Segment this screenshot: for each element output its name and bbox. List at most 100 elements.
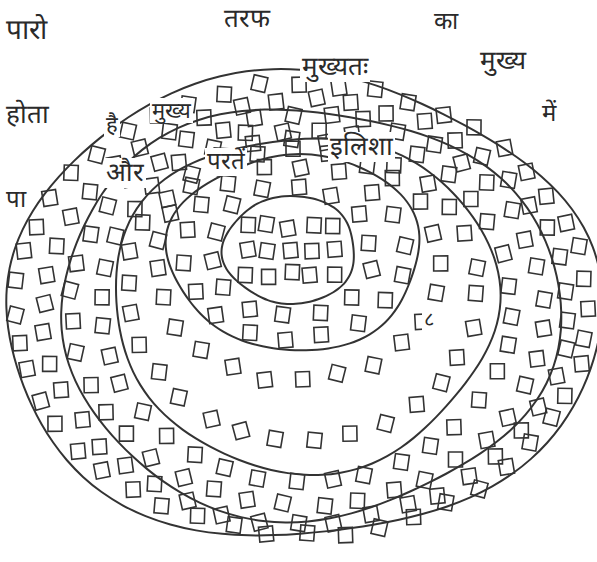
square-particle bbox=[350, 493, 365, 509]
square-particle bbox=[530, 398, 547, 416]
square-particle bbox=[268, 93, 284, 110]
square-particle bbox=[197, 110, 212, 125]
handwritten-label: मुख्यतः bbox=[300, 52, 370, 82]
square-particle bbox=[575, 330, 592, 347]
square-particle bbox=[167, 319, 183, 336]
square-particle bbox=[467, 120, 481, 135]
square-particle bbox=[83, 226, 99, 243]
square-particle bbox=[471, 392, 486, 408]
square-particle bbox=[63, 208, 79, 225]
square-particle bbox=[8, 272, 24, 289]
square-particle bbox=[496, 139, 513, 156]
square-particle bbox=[378, 292, 392, 307]
square-particle bbox=[190, 508, 204, 523]
square-particle bbox=[88, 146, 105, 164]
square-particle bbox=[428, 284, 444, 301]
square-particle bbox=[363, 261, 380, 279]
square-particle bbox=[175, 469, 192, 487]
square-particle bbox=[107, 227, 124, 245]
square-particle bbox=[162, 123, 178, 140]
square-particle bbox=[75, 412, 90, 428]
square-particle bbox=[377, 414, 394, 432]
square-particle bbox=[66, 313, 81, 329]
square-particle bbox=[122, 275, 137, 291]
square-particle bbox=[522, 434, 538, 451]
square-particle bbox=[328, 267, 342, 282]
square-particle bbox=[503, 308, 520, 325]
square-particle bbox=[356, 111, 371, 126]
square-particle bbox=[179, 492, 196, 510]
square-particle bbox=[99, 405, 113, 420]
square-particle bbox=[135, 403, 152, 421]
square-particle bbox=[154, 498, 169, 514]
square-particle bbox=[257, 160, 271, 175]
square-particle bbox=[495, 245, 512, 263]
square-particle bbox=[111, 374, 128, 392]
square-particle bbox=[292, 159, 309, 177]
square-particle bbox=[251, 75, 268, 93]
square-particle bbox=[409, 146, 425, 163]
square-particle bbox=[131, 139, 148, 157]
square-particle bbox=[267, 430, 283, 447]
handwritten-label: में bbox=[540, 100, 558, 128]
square-particle bbox=[474, 147, 491, 165]
square-particle bbox=[385, 170, 399, 185]
handwritten-label: पा bbox=[4, 186, 28, 214]
ring-outline bbox=[6, 69, 597, 535]
square-particle bbox=[426, 136, 442, 153]
square-particle bbox=[323, 187, 339, 204]
square-particle bbox=[308, 89, 325, 107]
handwritten-label: है bbox=[104, 112, 120, 137]
square-particle bbox=[126, 482, 141, 498]
square-particle bbox=[258, 216, 274, 233]
square-particle bbox=[501, 278, 517, 295]
square-particle bbox=[329, 364, 346, 382]
handwritten-label: और bbox=[104, 158, 146, 188]
square-particle bbox=[238, 267, 253, 282]
square-particle bbox=[278, 332, 293, 348]
square-particle bbox=[327, 241, 342, 257]
square-particle bbox=[32, 392, 49, 410]
square-particle bbox=[499, 409, 516, 427]
square-particle bbox=[49, 238, 64, 254]
square-particle bbox=[144, 177, 160, 194]
square-particle bbox=[160, 428, 174, 443]
square-particle bbox=[19, 360, 35, 377]
square-particle bbox=[448, 133, 462, 148]
square-particle bbox=[292, 179, 307, 195]
square-particle bbox=[147, 476, 162, 492]
square-particle bbox=[61, 281, 78, 299]
square-particle bbox=[307, 432, 322, 448]
handwritten-label: का bbox=[432, 8, 460, 36]
square-particle bbox=[188, 284, 203, 300]
square-particle bbox=[188, 447, 203, 463]
square-particle bbox=[84, 378, 98, 393]
square-particle bbox=[529, 351, 545, 368]
square-particle bbox=[500, 336, 516, 353]
square-particle bbox=[150, 260, 166, 277]
square-particle bbox=[245, 135, 260, 151]
square-particle bbox=[241, 217, 256, 233]
square-particle bbox=[447, 419, 461, 434]
square-particle bbox=[387, 482, 402, 498]
square-particle bbox=[517, 231, 534, 248]
square-particle bbox=[442, 199, 456, 214]
square-particle bbox=[119, 426, 133, 441]
square-particle bbox=[560, 312, 576, 329]
square-particle bbox=[183, 177, 200, 194]
square-particle bbox=[13, 335, 28, 351]
square-particle bbox=[226, 517, 242, 534]
handwritten-label: होता bbox=[4, 100, 51, 130]
square-particle bbox=[365, 185, 380, 201]
square-particle bbox=[194, 196, 209, 212]
square-particle bbox=[500, 171, 516, 188]
square-particle bbox=[517, 376, 534, 394]
square-particle bbox=[461, 468, 477, 485]
square-particle bbox=[558, 214, 575, 231]
square-particle bbox=[118, 457, 134, 474]
square-particle bbox=[291, 515, 307, 532]
square-particle bbox=[82, 184, 97, 200]
square-particle bbox=[213, 506, 230, 524]
square-particle bbox=[29, 219, 44, 235]
